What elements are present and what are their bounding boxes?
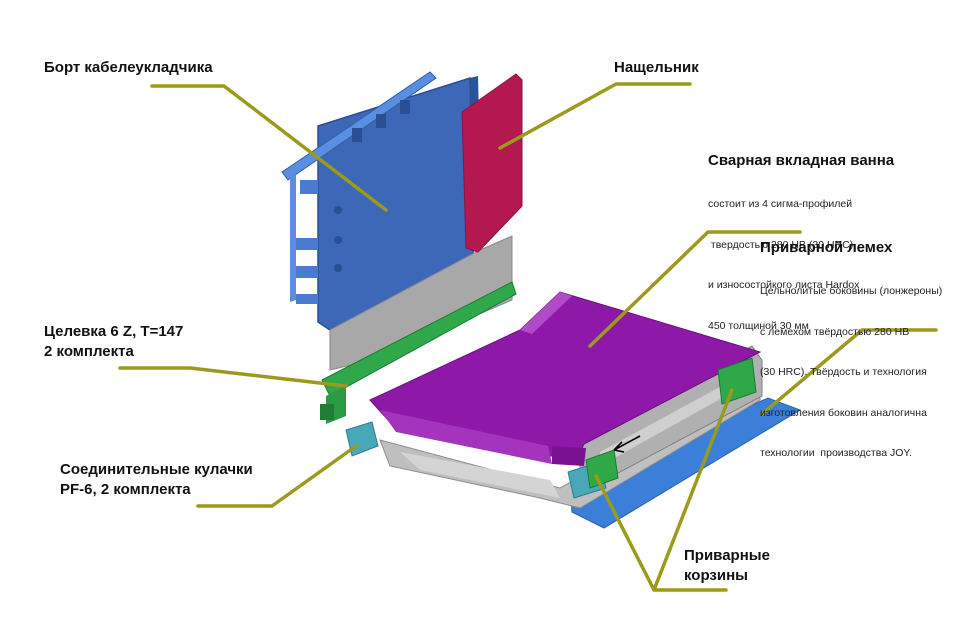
welded-pan-illustration [369, 291, 762, 466]
ploughshare-title: Приварной лемех [760, 239, 893, 256]
welded-pan-line: твердостью 280 HB (30 HRC) [708, 238, 854, 251]
pointer-arrow [613, 435, 641, 453]
welded-pan-title: Сварная вкладная ванна [708, 152, 895, 169]
chain-illustration [320, 281, 517, 424]
side-board-illustration [281, 71, 482, 331]
label-baskets-line1: Приварные [684, 547, 770, 564]
label-connectors-line1: Соединительные кулачки [60, 461, 253, 478]
ploughshare-line: с лемехом твёрдостью 280 HB [760, 325, 910, 338]
ploughshare-line: технологии производства JOY. [760, 447, 912, 459]
ploughshare-line: (30 HRC). Твёрдость и технология [760, 366, 927, 378]
label-chain: Целевка 6 Z, T=147 2 комплекта [44, 322, 183, 362]
ploughshare-annotation: Приварной лемех Цельнолитые боковины (ло… [760, 238, 942, 488]
ploughshare-description: Цельнолитые боковины (лонжероны) с лемех… [760, 258, 942, 488]
welded-pan-line: и износостойкого листа Hardox [708, 279, 860, 291]
label-baskets: Приварные корзины [684, 546, 770, 586]
leader-baskets-b [652, 388, 734, 592]
leader-lines [118, 82, 938, 592]
welded-pan-line: состоит из 4 сигма-профилей [708, 198, 853, 210]
leader-chain [118, 366, 348, 388]
baskets-illustration [585, 357, 757, 489]
label-chain-line2: 2 комплекта [44, 343, 134, 360]
label-connectors-line2: PF-6, 2 комплекта [60, 481, 191, 498]
welded-pan-description: состоит из 4 сигма-профилей твердостью 2… [708, 171, 894, 360]
label-chain-line1: Целевка 6 Z, T=147 [44, 323, 184, 340]
leader-connectors [196, 444, 358, 508]
label-tailboard: Нащельник [614, 59, 699, 76]
ploughshare-line: Цельнолитые боковины (лонжероны) [760, 285, 943, 297]
leader-tailboard [498, 82, 692, 150]
tailboard-illustration [461, 73, 523, 253]
label-baskets-line2: корзины [684, 567, 748, 584]
leader-ploughshare [760, 328, 938, 416]
leader-side-board [150, 84, 388, 212]
leader-welded-pan [588, 230, 802, 348]
ploughshare-line: изготовления боковин аналогична [760, 406, 927, 419]
welded-pan-line: 450 толщиной 30 мм [708, 319, 809, 332]
label-connectors: Соединительные кулачки PF-6, 2 комплекта [60, 460, 253, 500]
label-side-board: Борт кабелеукладчика [44, 59, 213, 76]
welded-pan-annotation: Сварная вкладная ванна состоит из 4 сигм… [708, 151, 894, 360]
